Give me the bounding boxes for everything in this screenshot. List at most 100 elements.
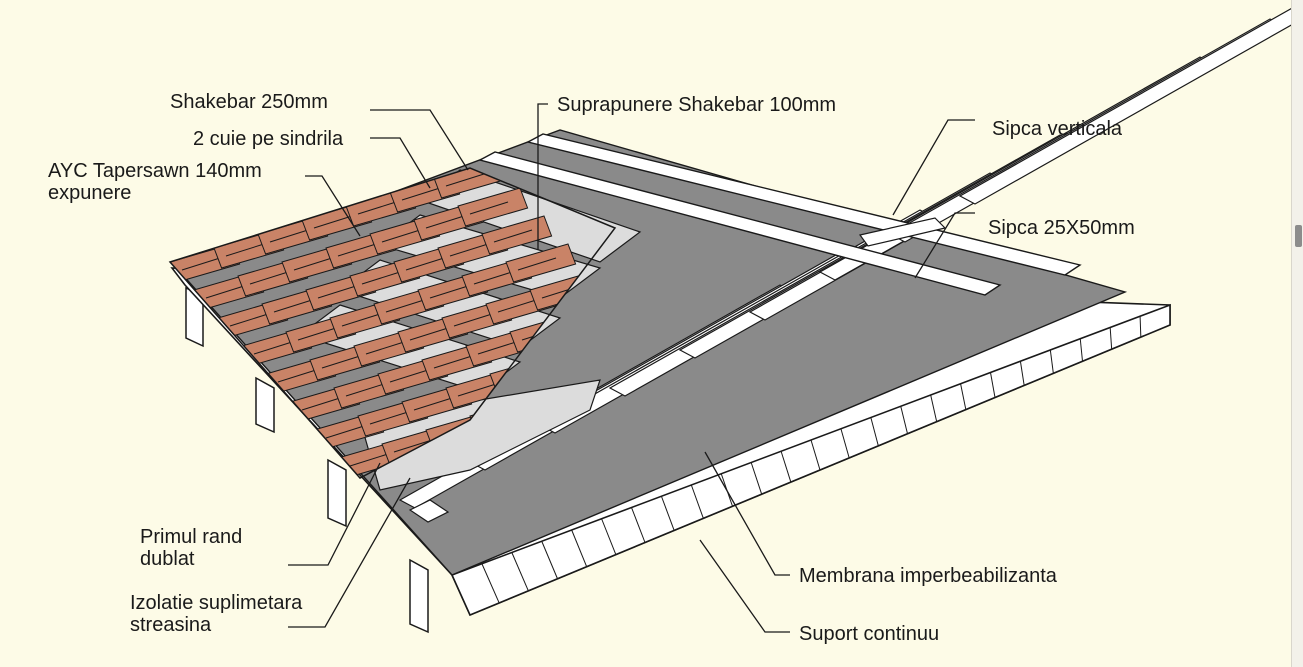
shingle-grain	[409, 327, 449, 341]
label-tapersawn: AYC Tapersawn 140mm expunere	[48, 160, 262, 204]
deck-tile-joint	[541, 541, 558, 579]
leader-overlap	[537, 103, 548, 250]
label-first-row-line1: Primul rand	[140, 526, 243, 548]
batten-end	[858, 217, 947, 247]
scrollbar-thumb[interactable]	[1295, 225, 1302, 247]
leader-batten	[914, 212, 975, 279]
shingle-grain	[457, 383, 497, 397]
shingle-grain	[361, 271, 401, 285]
shingle-grain	[369, 411, 409, 425]
deck-tile-joint	[481, 563, 500, 604]
label-batten: Sipca 25X50mm	[988, 217, 1135, 239]
leader-shakebar	[370, 109, 469, 171]
shingle-grain	[381, 229, 421, 243]
shingle-grain	[429, 285, 469, 299]
deck-tile-joint	[1139, 316, 1142, 338]
rafter-3	[327, 458, 347, 528]
label-insulation: Izolatie suplimetara streasina	[130, 592, 302, 636]
deck-tile-joint	[810, 439, 821, 471]
shingle-grain	[449, 243, 489, 257]
label-first-row-line2: dublat	[140, 548, 195, 570]
shingle-grain	[425, 215, 465, 229]
deck-tile-joint	[631, 507, 646, 543]
shingle-grain	[253, 341, 293, 355]
label-insulation-line1: Izolatie suplimetara	[130, 592, 303, 614]
shingle-grain	[389, 369, 429, 383]
shingle-grain	[325, 425, 365, 439]
shingle-grain	[517, 257, 557, 271]
eave-insulation	[359, 379, 601, 491]
shingle-grain	[433, 355, 473, 369]
shingle-grain	[301, 397, 341, 411]
label-membrane: Membrana imperbeabilizanta	[799, 565, 1057, 587]
shingle-grain	[477, 341, 517, 355]
shingle-grain	[321, 355, 361, 369]
deck-tile-joint	[840, 428, 850, 459]
shingle-grain	[405, 257, 445, 271]
vertical-batten	[478, 151, 1002, 296]
deck-tile-joint	[1109, 327, 1113, 350]
leader-tapersawn	[305, 175, 361, 237]
label-nails: 2 cuie pe sindrila	[193, 128, 344, 150]
shingle-grain	[273, 299, 313, 313]
shingle-grain	[269, 229, 309, 243]
shingle-grain	[181, 257, 221, 271]
deck-tile-joint	[990, 372, 996, 398]
deck-tile-joint	[1079, 338, 1083, 362]
deck-tile-joint	[660, 496, 675, 531]
shingle-grain	[365, 341, 405, 355]
leader-insulation	[288, 477, 411, 628]
label-tapersawn-line2: expunere	[48, 182, 132, 204]
rafter-2	[255, 376, 275, 434]
shingle-grain	[493, 229, 533, 243]
shingle-grain	[205, 285, 245, 299]
shingle-grain	[413, 397, 453, 411]
shingle-grain	[469, 201, 509, 215]
label-shakebar: Shakebar 250mm	[170, 91, 328, 113]
leader-lines	[288, 103, 975, 633]
deck-tile-joint	[1019, 361, 1025, 386]
label-insulation-line2: streasina	[130, 614, 212, 636]
label-tapersawn-line1: AYC Tapersawn 140mm	[48, 160, 262, 182]
shingle-grain	[357, 201, 397, 215]
shingle-grain	[277, 369, 317, 383]
shingle-grain	[337, 243, 377, 257]
shingle-grain	[293, 257, 333, 271]
deck-tile-joint	[870, 417, 879, 446]
shingle-grain	[393, 439, 433, 453]
deck-tile-joint	[690, 484, 704, 519]
label-overlap: Suprapunere Shakebar 100mm	[557, 94, 837, 116]
deck-tile-joint	[1049, 349, 1054, 374]
label-first-row: Primul rand dublat	[140, 526, 242, 570]
shingle-grain	[445, 173, 485, 187]
shingle-grain	[453, 313, 493, 327]
shingle-grain	[349, 453, 389, 467]
vertical-scrollbar[interactable]	[1291, 0, 1303, 667]
leader-deck	[699, 539, 790, 633]
leader-nails	[370, 137, 431, 189]
batten-end	[408, 499, 450, 523]
rafter-4	[409, 558, 429, 634]
leader-vertical-batten	[892, 119, 975, 216]
shingle-grain	[229, 313, 269, 327]
shingle-grain	[313, 215, 353, 229]
leader-membrane	[704, 451, 790, 576]
deck-tile-joint	[780, 451, 792, 483]
shingle-grain	[473, 271, 513, 285]
deck-tile-joint	[511, 552, 529, 592]
deck-tile-joint	[750, 462, 763, 495]
shingle-grain	[401, 187, 441, 201]
shingle-grain	[317, 285, 357, 299]
rafters	[185, 286, 429, 634]
deck-tile-joint	[930, 394, 938, 422]
shingle-grain	[341, 313, 381, 327]
label-deck: Suport continuu	[799, 623, 940, 645]
shingle-grain	[297, 327, 337, 341]
leader-first-row	[288, 462, 381, 566]
deck-tiles	[481, 316, 1142, 604]
shingle-grain	[497, 299, 537, 313]
deck-tile-joint	[571, 529, 588, 567]
label-vertical-batten: Sipca verticala	[992, 118, 1123, 140]
deck-tile-joint	[960, 383, 967, 410]
